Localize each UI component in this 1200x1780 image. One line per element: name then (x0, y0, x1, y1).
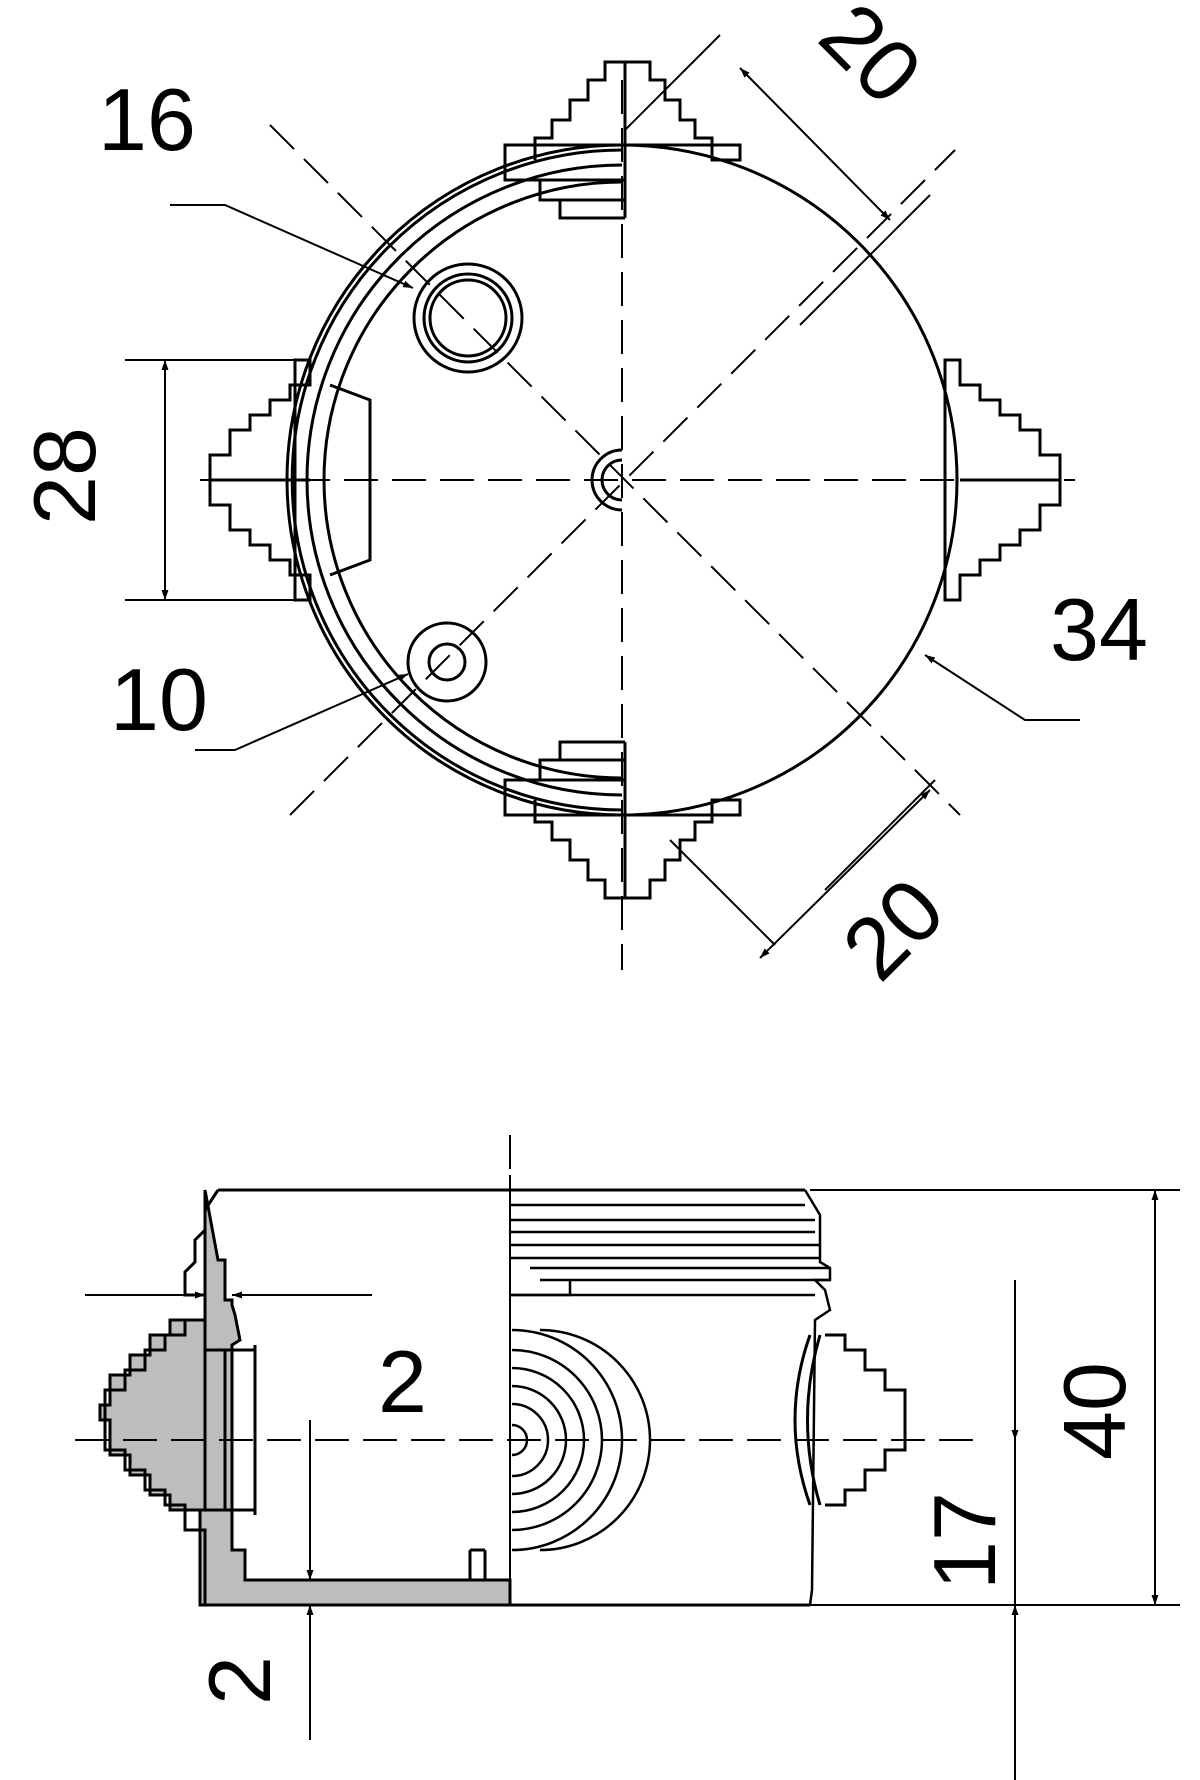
box-outline-left (103, 1189, 220, 1605)
thread-rims (510, 1189, 832, 1606)
dim-base-thickness-label: 2 (190, 1656, 289, 1705)
right-port (793, 1333, 907, 1507)
top-view: 16 10 34 28 20 20 (15, 0, 1148, 998)
large-hole (412, 262, 524, 374)
small-hole (406, 621, 488, 703)
side-center-lines (75, 1135, 985, 1441)
dim-diameter-label: 34 (1050, 580, 1148, 679)
top-view-dimension-lines (125, 34, 1080, 959)
port-left (208, 358, 372, 602)
side-dimension-lines (85, 1189, 1180, 1780)
left-port-body (203, 1345, 257, 1515)
dim-bottom-diagonal-label: 20 (823, 859, 962, 998)
dim-wall-thickness-label: 2 (378, 1332, 427, 1431)
center-boss (590, 448, 623, 512)
dim-large-hole-label: 16 (98, 70, 196, 169)
wall-section (198, 1189, 512, 1607)
dim-top-diagonal-label: 20 (802, 0, 941, 123)
center-lines (200, 80, 1075, 970)
side-view: 2 2 40 17 (75, 1135, 1180, 1780)
dim-small-hole-label: 10 (110, 650, 208, 749)
port-section (98, 1318, 207, 1512)
dim-port-height-label: 28 (15, 427, 114, 525)
dim-port-center-height-label: 17 (915, 1492, 1014, 1590)
port-right (943, 358, 1062, 602)
port-top (503, 60, 742, 220)
dim-total-height-label: 40 (1045, 1362, 1144, 1460)
